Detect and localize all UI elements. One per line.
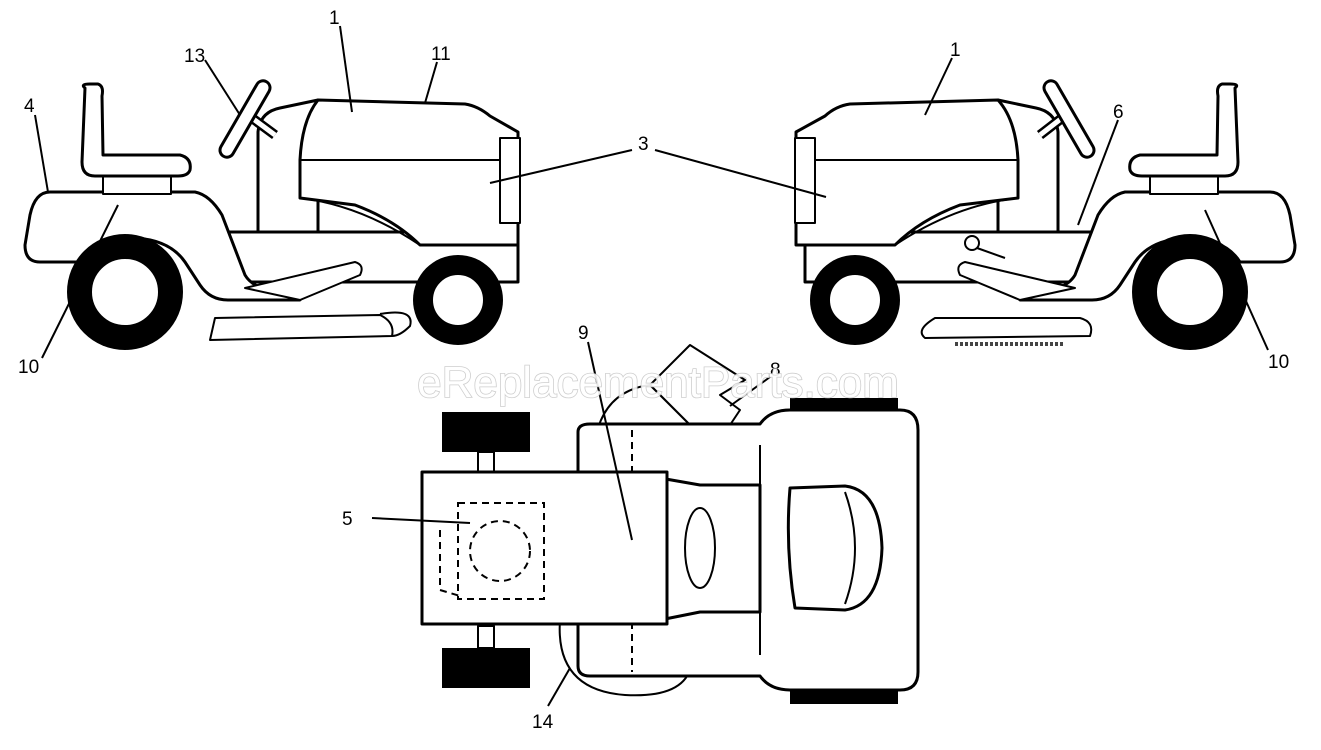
callout-right-1: 1 <box>950 40 961 61</box>
right-steering-wheel <box>1036 79 1096 159</box>
left-mower-deck <box>209 314 394 341</box>
callout-right-6: 6 <box>1113 102 1124 123</box>
callout-top-5: 5 <box>342 509 353 530</box>
callout-left-4: 4 <box>24 96 35 117</box>
right-mower-deck <box>920 317 1093 339</box>
callout-left-10: 10 <box>18 357 39 378</box>
right-rear-fender <box>1018 190 1297 302</box>
right-seat <box>1128 82 1240 178</box>
top-rear-tire-upper <box>442 412 530 452</box>
top-hood <box>786 484 884 612</box>
leader-3-right <box>654 149 827 198</box>
callout-right-10: 10 <box>1268 352 1289 373</box>
left-steering-wheel <box>218 79 278 159</box>
callout-left-11: 11 <box>431 44 451 65</box>
callout-left-13: 13 <box>184 46 205 67</box>
callout-top-8: 8 <box>770 360 781 381</box>
right-footrest <box>957 261 1076 301</box>
leader-3-left <box>489 149 633 184</box>
watermark: eReplacementParts.com <box>417 358 899 407</box>
right-grille <box>794 137 816 224</box>
top-view <box>371 341 920 707</box>
left-seat <box>80 82 192 178</box>
top-fuel-area <box>457 502 545 600</box>
left-side-view <box>23 25 521 359</box>
callout-3: 3 <box>638 134 649 155</box>
top-fuel-cap <box>469 520 531 582</box>
right-side-view <box>794 57 1297 351</box>
right-seat-base <box>1149 175 1219 195</box>
left-seat-base <box>102 175 172 195</box>
top-front-tire-lower <box>790 690 898 704</box>
callout-top-9: 9 <box>578 323 589 344</box>
left-hood <box>298 98 520 247</box>
left-footrest <box>244 261 363 301</box>
callout-top-14: 14 <box>532 712 554 733</box>
top-rear-tire-lower <box>442 648 530 688</box>
right-hood <box>794 98 1020 247</box>
left-rear-fender <box>23 190 302 302</box>
callout-left-1: 1 <box>329 8 340 29</box>
